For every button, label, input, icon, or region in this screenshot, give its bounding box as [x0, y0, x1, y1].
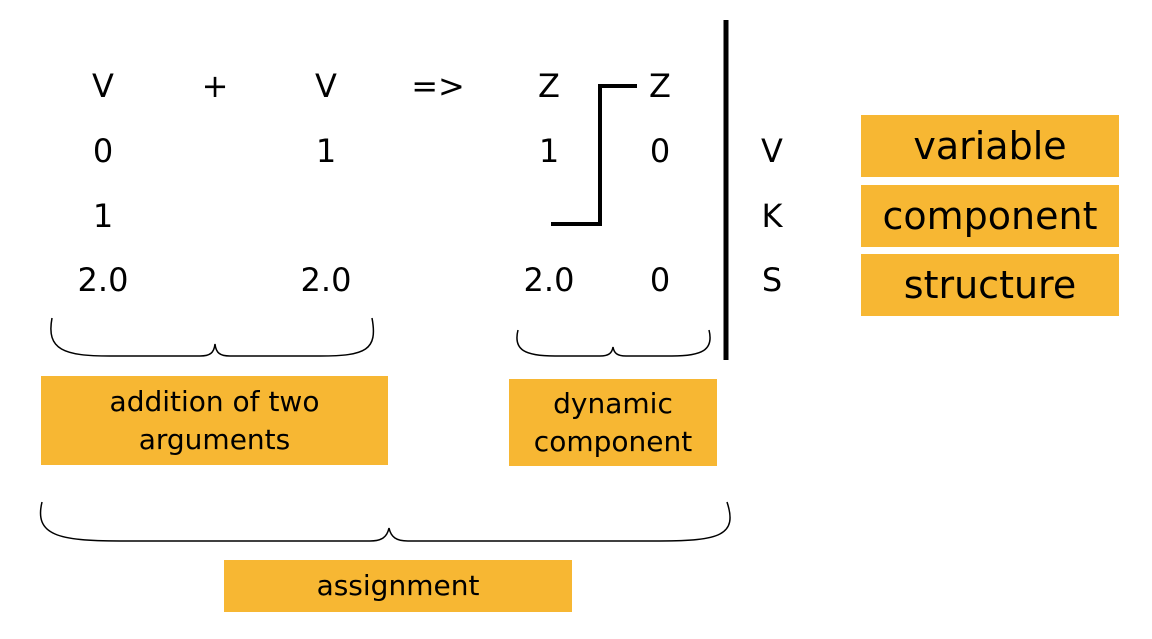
note-dynamic-line1: dynamic — [553, 386, 673, 420]
cell-r1-c4: 0 — [649, 132, 671, 170]
legend-structure-label: structure — [903, 263, 1077, 307]
header-v-left: V — [92, 67, 114, 105]
row-label-v: V — [761, 132, 783, 170]
legend-component: component — [861, 185, 1119, 247]
legend-structure: structure — [861, 254, 1119, 316]
note-assignment-label: assignment — [316, 569, 480, 603]
cell-r1-c2: 1 — [315, 132, 337, 170]
note-addition: addition of two arguments — [41, 376, 388, 465]
legend-variable: variable — [861, 115, 1119, 177]
legend-component-label: component — [882, 194, 1098, 238]
row-label-k: K — [761, 197, 783, 235]
cell-r3-c1: 2.0 — [77, 261, 129, 299]
cell-r3-c3: 2.0 — [523, 261, 575, 299]
header-v-right: V — [315, 67, 337, 105]
brace-dynamic — [516, 329, 711, 357]
note-dynamic: dynamic component — [509, 379, 717, 466]
legend-variable-label: variable — [913, 124, 1067, 168]
row-label-s: S — [761, 261, 783, 299]
step-connector — [551, 84, 637, 226]
plus-sign: + — [201, 67, 229, 105]
header-z-right: Z — [649, 67, 671, 105]
note-addition-line2: arguments — [138, 422, 291, 456]
note-assignment: assignment — [224, 560, 572, 612]
cell-r3-c4: 0 — [649, 261, 671, 299]
note-addition-line1: addition of two — [109, 384, 320, 418]
cell-r1-c1: 0 — [92, 132, 114, 170]
brace-assignment — [39, 501, 731, 542]
cell-r2-c1: 1 — [92, 197, 114, 235]
note-dynamic-line2: component — [533, 424, 693, 458]
header-z-left: Z — [538, 67, 560, 105]
cell-r3-c2: 2.0 — [300, 261, 352, 299]
brace-addition — [50, 317, 375, 357]
arrow-sign: => — [411, 67, 465, 105]
cell-r1-c3: 1 — [538, 132, 560, 170]
